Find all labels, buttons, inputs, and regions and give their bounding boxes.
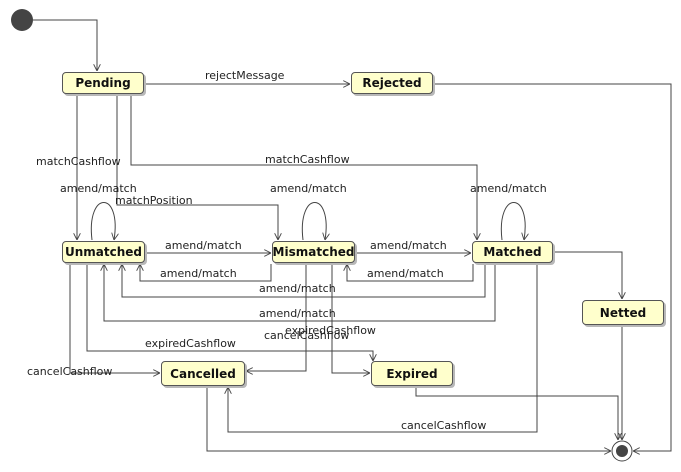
label-matched-to-unmatched-1: amend/match [259,282,336,295]
edge-matched-to-cancelled [228,264,538,433]
edge-mismatched-to-unmatched [140,264,272,282]
edge-match-cashflow-matched [130,96,477,240]
label-mismatched-to-matched: amend/match [370,239,447,252]
state-unmatched[interactable]: Unmatched [62,241,145,263]
edge-rejected-final [433,83,672,451]
label-match-cashflow-matched: matchCashflow [265,153,350,166]
state-mismatched[interactable]: Mismatched [272,241,355,263]
label-self-mismatched: amend/match [270,182,347,195]
label-reject-message: rejectMessage [205,69,285,82]
label-matched-to-unmatched-2: amend/match [259,307,336,320]
final-node-inner [616,445,628,457]
label-cancel-cashflow-matched: cancelCashflow [401,419,487,432]
edge-matched-to-netted [553,251,622,299]
self-loop-mismatched [301,202,326,241]
edge-unmatched-to-expired [86,264,373,361]
initial-node [11,9,33,31]
self-loop-matched [500,202,525,241]
state-cancelled[interactable]: Cancelled [161,361,245,386]
label-cancel-cashflow-unmatched: cancelCashflow [27,365,113,378]
label-match-cashflow-unmatched: matchCashflow [36,155,121,168]
edge-matched-to-mismatched [347,264,474,282]
label-self-matched: amend/match [470,182,547,195]
state-pending[interactable]: Pending [62,72,144,94]
state-netted[interactable]: Netted [582,300,664,325]
edge-mismatched-to-expired [331,264,370,373]
edge-cancelled-final [206,385,611,451]
label-matched-to-mismatched: amend/match [367,267,444,280]
edge-mismatched-to-cancelled [246,264,307,371]
label-expired-cashflow-2: expiredCashflow [145,337,236,350]
label-self-unmatched: amend/match [60,182,137,195]
self-loop-unmatched [90,202,115,241]
label-cancel-cashflow-mismatched: cancelCashflow [264,329,350,342]
label-match-position: matchPosition [115,194,193,207]
edge-matched-to-unmatched-1 [122,264,486,298]
label-unmatched-to-mismatched: amend/match [165,239,242,252]
state-matched[interactable]: Matched [472,241,553,263]
edge-unmatched-to-cancelled [69,264,160,373]
initial-transition [33,19,97,71]
label-expired-cashflow-1: expiredCashflow [285,324,376,337]
state-rejected[interactable]: Rejected [351,72,433,94]
label-mismatched-to-unmatched: amend/match [160,267,237,280]
state-expired[interactable]: Expired [371,361,453,386]
edge-matched-to-unmatched-2 [104,264,496,322]
edge-match-position [116,96,278,240]
edge-expired-final [415,385,618,440]
